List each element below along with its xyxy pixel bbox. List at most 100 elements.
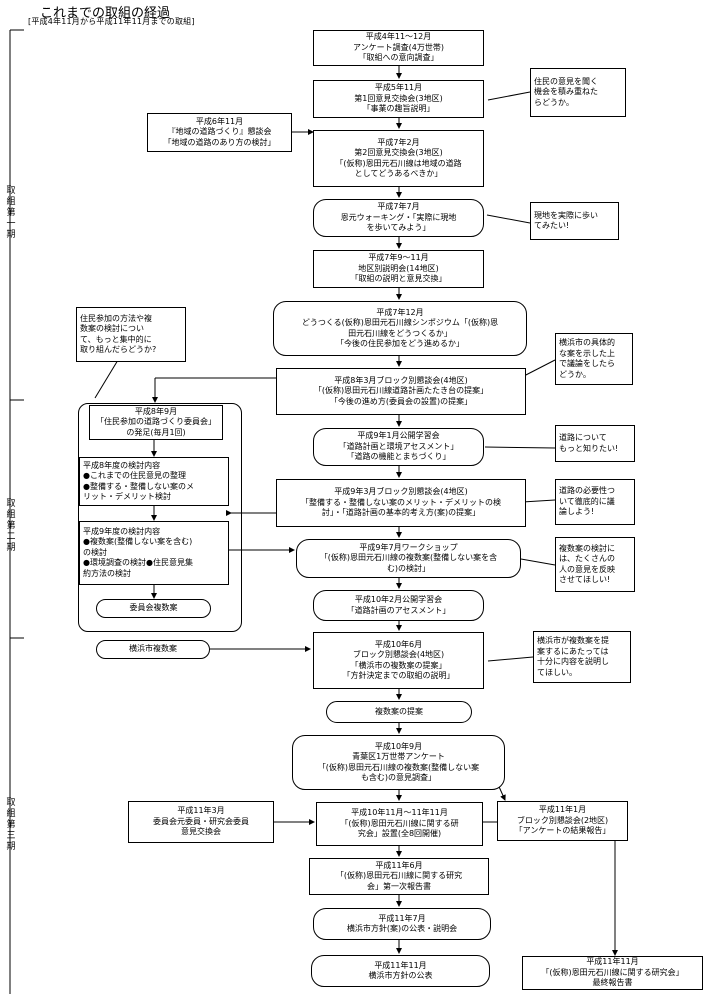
committee-fy1996: 平成8年度の検討内容 ●これまでの住民意見の整理 ●整備する・整備しない案のメ … bbox=[79, 457, 229, 506]
step-block-meeting-1997-line-1: 平成9年3月ブロック別懇談会(4地区) bbox=[334, 487, 468, 497]
step-policy-final-date: 平成11年11月 bbox=[374, 960, 427, 970]
step-block-meeting-1998: 平成10年6月 ブロック別懇談会(4地区) 「横浜市の複数案の提案」 「方針決定… bbox=[313, 632, 484, 689]
comment-note-1-line-1: 住民の意見を聞く bbox=[534, 76, 598, 86]
side-exchange-1999-date: 平成11年3月 bbox=[177, 806, 225, 816]
step-briefing-1995-line-2: 地区別説明会(14地区) bbox=[358, 263, 439, 273]
side-final-report-line-3: 最終報告書 bbox=[592, 978, 633, 988]
step-policy-final: 平成11年11月 横浜市方針の公表 bbox=[311, 955, 490, 987]
step-meeting-1995-feb: 平成7年2月 第2回意見交換会(3地区) 「(仮称)恩田元石川線は地域の道路 と… bbox=[313, 130, 484, 187]
comment-note-8-line-2: 案するにあたっては bbox=[537, 646, 609, 656]
step-briefing-1995: 平成7年9～11月 地区別説明会(14地区) 「取組の説明と意見交換」 bbox=[313, 250, 484, 288]
comment-note-3-line-4: 取り組んだらどうか? bbox=[80, 345, 157, 354]
comment-note-7-line-1: 複数案の検討に bbox=[559, 543, 615, 553]
comment-note-6-line-3: 論しよう! bbox=[559, 507, 595, 517]
comment-note-1-line-2: 機会を積み重ねた bbox=[534, 87, 598, 97]
step-multiple-proposal: 複数案の提案 bbox=[326, 701, 472, 723]
step-research-group-line-3: 究会」設置(全8回開催) bbox=[357, 829, 442, 839]
step-symposium-1995: 平成7年12月 どうつくる(仮称)恩田元石川線シンポジウム「(仮称)恩 田元石川… bbox=[273, 301, 527, 356]
step-block-meeting-1996-line-3: 「今後の進め方(委員会の設置)の提案」 bbox=[329, 396, 473, 406]
step-study-1997-jan-line-3: 「道路の機能とまちづくり」 bbox=[346, 452, 451, 462]
step-symposium-1995-line-3: 田元石川線をどうつくるか」 bbox=[348, 328, 452, 338]
step-first-report-date: 平成11年6月 bbox=[375, 860, 423, 870]
step-policy-final-line-2: 横浜市方針の公表 bbox=[368, 971, 433, 980]
committee-fy1996-line-1: 平成8年度の検討内容 bbox=[83, 460, 161, 470]
comment-note-4-line-4: どうか。 bbox=[559, 369, 591, 379]
committee-fy1997: 平成9年度の検討内容 ●複数案(整備しない案を含む) の検討 ●環境調査の検討●… bbox=[79, 521, 229, 585]
comment-note-7-line-4: させてほしい! bbox=[559, 575, 611, 584]
step-workshop-1997-line-1: 平成9年7月ワークショップ bbox=[359, 542, 458, 552]
committee-fy1997-line-1: 平成9年度の検討内容 bbox=[83, 526, 161, 536]
city-multiple-plan: 横浜市複数案 bbox=[96, 640, 210, 659]
step-policy-draft-date: 平成11年7月 bbox=[378, 913, 426, 923]
side-exchange-1999: 平成11年3月 委員会元委員・研究会委員 意見交換会 bbox=[128, 801, 274, 843]
step-research-group: 平成10年11月～11年11月 「(仮称)恩田元石川線に関する研 究会」設置(全… bbox=[316, 802, 483, 846]
comment-note-8-line-3: 十分に内容を説明し bbox=[537, 657, 609, 666]
comment-note-4-line-3: で議論をしたら bbox=[559, 359, 615, 368]
phase-label-1: 取組第一期 bbox=[6, 186, 16, 240]
step-policy-draft: 平成11年7月 横浜市方針(案)の公表・説明会 bbox=[313, 908, 491, 940]
comment-note-6-line-2: いて徹底的に議 bbox=[559, 496, 615, 506]
comment-note-8-line-4: てほしい。 bbox=[537, 667, 577, 677]
comment-note-7: 複数案の検討に は、たくさんの 人の意見を反映 させてほしい! bbox=[555, 537, 635, 592]
step-walking-1995: 平成7年7月 恩元ウォーキング・「実際に現地 を歩いてみよう」 bbox=[313, 199, 484, 237]
comment-note-6: 道路の必要性つ いて徹底的に議 論しよう! bbox=[555, 479, 635, 525]
step-study-1997-jan: 平成9年1月公開学習会 「道路計画と環境アセスメント」 「道路の機能とまちづくり… bbox=[313, 428, 484, 466]
step-block-meeting-1998-line-3: 「横浜市の複数案の提案」 bbox=[350, 660, 447, 670]
step-block-meeting-1996-line-1: 平成8年3月ブロック別懇談会(4地区) bbox=[334, 375, 468, 385]
committee-multiple-plan: 委員会複数案 bbox=[96, 599, 211, 618]
step-walking-1995-date: 平成7年7月 bbox=[377, 202, 420, 212]
step-meeting-1995-feb-line-3: 「(仮称)恩田元石川線は地域の道路 bbox=[335, 158, 462, 168]
step-block-meeting-1996: 平成8年3月ブロック別懇談会(4地区) 「(仮称)恩田元石川線道路計画たたき台の… bbox=[276, 368, 526, 415]
committee-launch-line-2: 「住民参加の道路づくり委員会」 bbox=[96, 417, 216, 427]
side-final-report-date: 平成11年11月 bbox=[586, 957, 639, 967]
page-title: これまでの取組の経過 bbox=[40, 6, 171, 21]
step-first-report-line-2: 「(仮称)恩田元石川線に関する研究 bbox=[335, 871, 463, 881]
comment-note-7-line-2: は、たくさんの bbox=[559, 554, 615, 563]
step-block-meeting-1998-date: 平成10年6月 bbox=[374, 639, 423, 649]
comment-note-6-line-1: 道路の必要性つ bbox=[559, 486, 615, 496]
comment-note-4: 横浜市の具体的 な案を示した上 で議論をしたら どうか。 bbox=[555, 333, 633, 385]
step-briefing-1995-line-3: 「取組の説明と意見交換」 bbox=[350, 274, 447, 284]
side-block-meeting-1999: 平成11年1月 ブロック別懇談会(2地区) 「アンケートの結果報告」 bbox=[497, 801, 628, 841]
side-exchange-1999-line-3: 意見交換会 bbox=[181, 827, 221, 837]
side-block-meeting-1999-date: 平成11年1月 bbox=[538, 805, 587, 815]
comment-note-3-line-2: 数案の検討につい bbox=[80, 324, 144, 333]
comment-note-2: 現地を実際に歩い てみたい! bbox=[530, 202, 619, 240]
step-walking-1995-line-3: を歩いてみよう」 bbox=[366, 223, 431, 233]
phase-label-2: 取組第二期 bbox=[6, 499, 16, 553]
step-study-1998-feb-line-1: 平成10年2月公開学習会 bbox=[354, 595, 443, 604]
side-roundtable-1994-line-3: 「地域の道路のあり方の検討」 bbox=[163, 137, 276, 147]
step-study-1998-feb-line-2: 「道路計画のアセスメント」 bbox=[346, 605, 451, 615]
committee-fy1996-line-2: ●これまでの住民意見の整理 bbox=[83, 471, 186, 480]
committee-fy1997-line-5: 約方法の検討 bbox=[83, 568, 131, 578]
step-first-report-line-3: 会」第一次報告書 bbox=[367, 881, 431, 891]
step-block-meeting-1997-line-3: 討」・「道路計画の基本的考え方(案)の提案」 bbox=[321, 508, 481, 518]
step-policy-draft-line-2: 横浜市方針(案)の公表・説明会 bbox=[346, 924, 458, 933]
comment-note-4-line-2: な案を示した上 bbox=[559, 348, 615, 358]
committee-fy1997-line-3: の検討 bbox=[83, 547, 107, 557]
step-meeting-1993: 平成5年11月 第1回意見交換会(3地区) 「事業の趣旨説明」 bbox=[313, 80, 484, 118]
step-meeting-1995-feb-line-2: 第2回意見交換会(3地区) bbox=[354, 148, 443, 157]
comment-note-2-line-1: 現地を実際に歩い bbox=[534, 210, 598, 220]
step-survey-1998-line-4: も含む)の意見調査」 bbox=[360, 773, 437, 782]
phase-label-3: 取組第三期 bbox=[6, 798, 16, 852]
committee-launch-date: 平成8年9月 bbox=[134, 406, 178, 416]
step-block-meeting-1997-line-2: 「整備する・整備しない案のメリット・デメリットの検 bbox=[301, 497, 501, 507]
committee-fy1996-line-4: リット・デメリット検討 bbox=[83, 492, 171, 501]
comment-note-5: 道路について もっと知りたい! bbox=[555, 425, 635, 462]
comment-note-8: 横浜市が複数案を提 案するにあたっては 十分に内容を説明し てほしい。 bbox=[533, 631, 631, 683]
step-research-group-line-2: 「(仮称)恩田元石川線に関する研 bbox=[340, 818, 459, 828]
step-first-report: 平成11年6月 「(仮称)恩田元石川線に関する研究 会」第一次報告書 bbox=[309, 858, 489, 895]
step-survey-1992-date: 平成4年11～12月 bbox=[365, 32, 432, 42]
committee-fy1996-line-3: ●整備する・整備しない案のメ bbox=[83, 481, 194, 491]
side-roundtable-1994-date: 平成6年11月 bbox=[195, 116, 244, 126]
side-block-meeting-1999-line-2: ブロック別懇談会(2地区) bbox=[516, 815, 609, 825]
comment-note-3: 住民参加の方法や複 数案の検討につい て、もっと集中的に 取り組んだらどうか? bbox=[76, 307, 186, 362]
comment-note-5-line-2: もっと知りたい! bbox=[559, 443, 619, 453]
step-survey-1998-line-2: 青葉区1万世帯アンケート bbox=[352, 752, 445, 761]
step-survey-1992-line-2: アンケート調査(4万世帯) bbox=[352, 42, 444, 52]
step-survey-1998-line-3: 「(仮称)恩田元石川線の複数案(整備しない案 bbox=[317, 762, 480, 772]
committee-multiple-plan-label: 委員会複数案 bbox=[129, 603, 178, 613]
step-briefing-1995-date: 平成7年9～11月 bbox=[368, 253, 429, 263]
step-meeting-1993-line-3: 「事業の趣旨説明」 bbox=[362, 104, 435, 114]
